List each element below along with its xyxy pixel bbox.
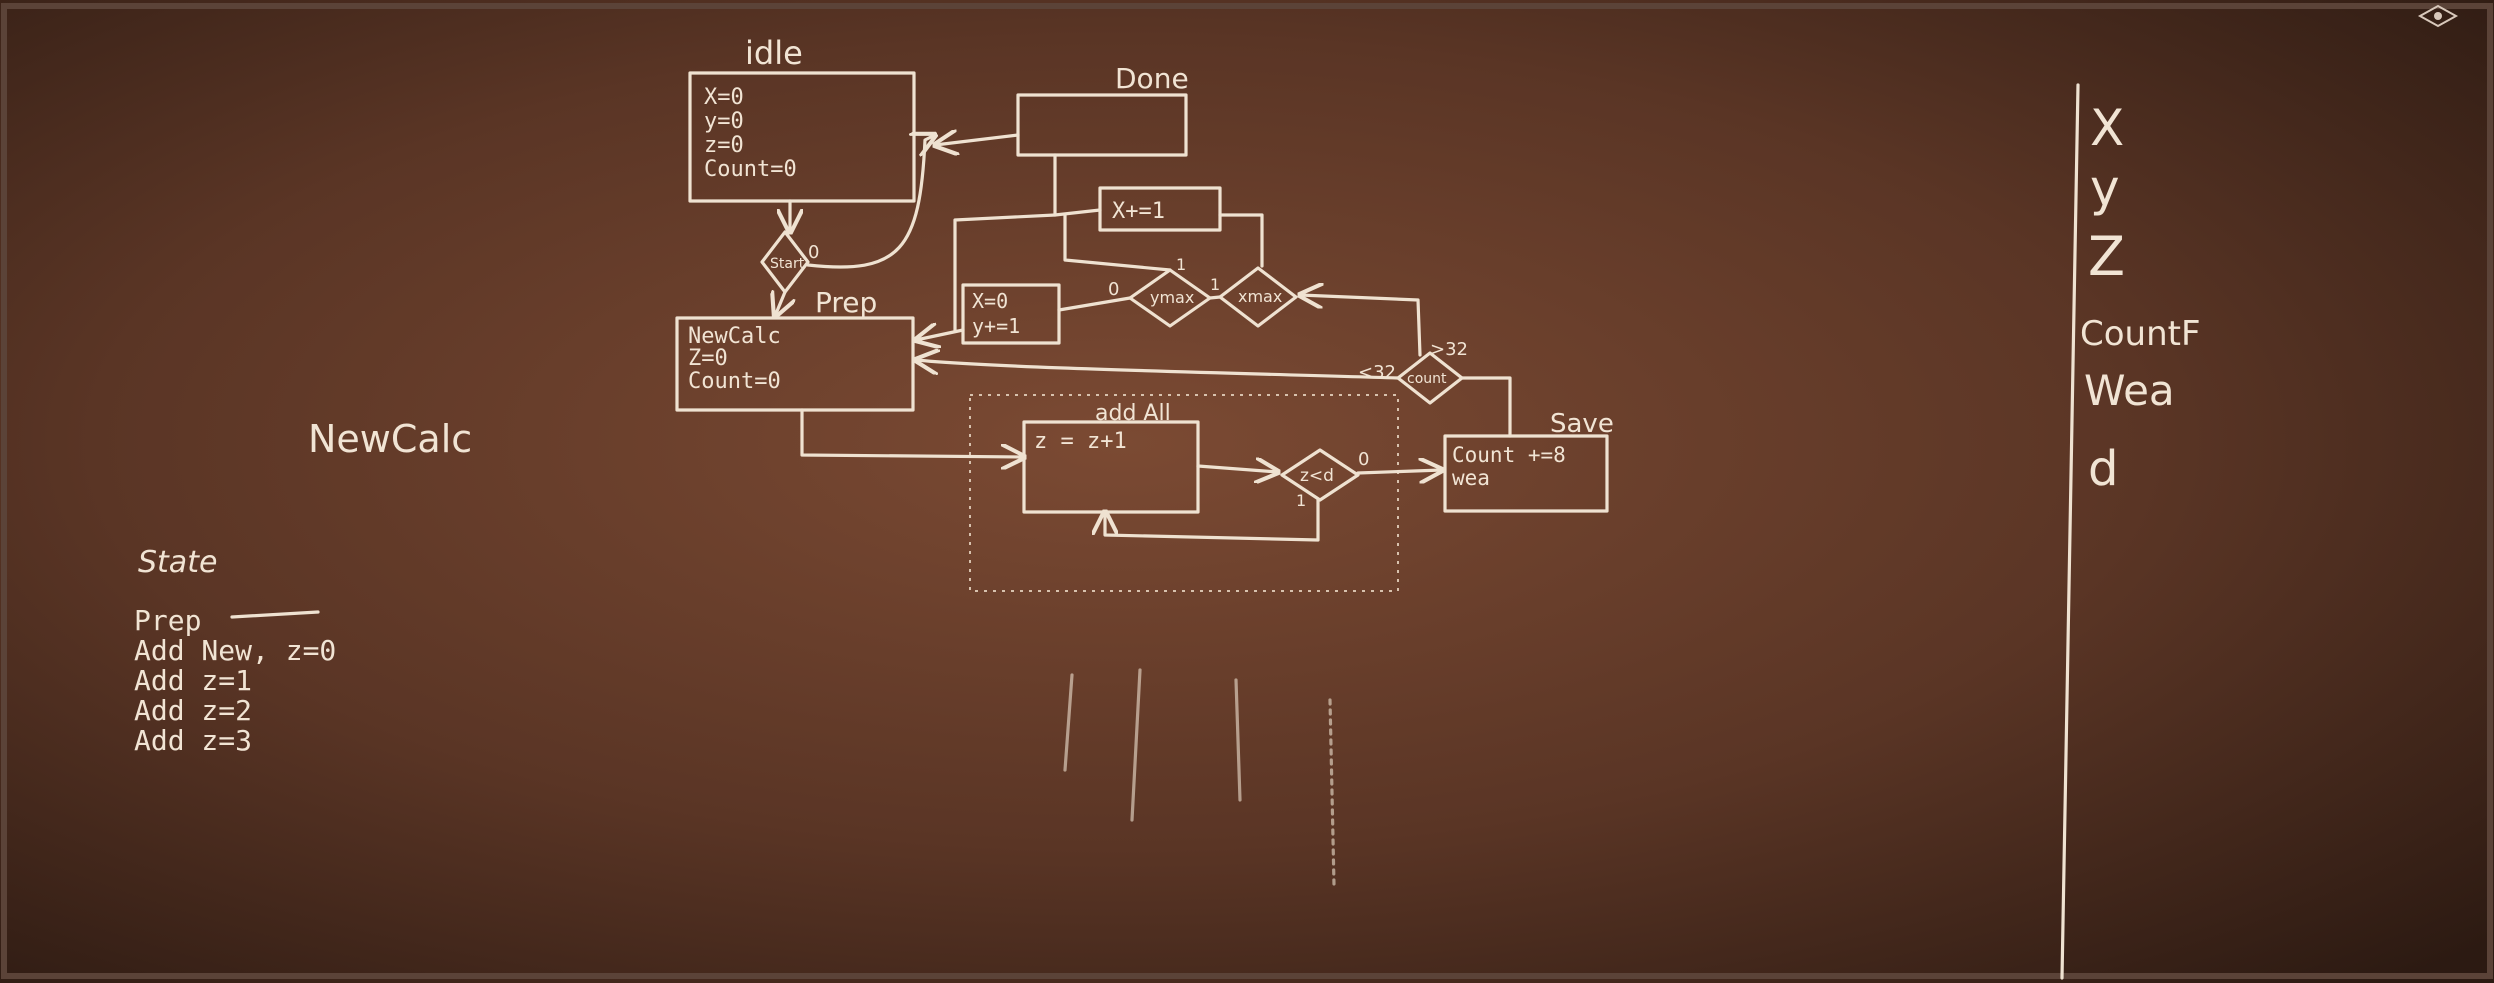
- state-save-line-1: Count +=8: [1452, 443, 1566, 467]
- state-xy-set-line-1: X=0: [972, 289, 1008, 313]
- state-done: Done: [1016, 62, 1189, 157]
- state-done-title: Done: [1115, 62, 1189, 95]
- state-prep-line-2: Z=0: [688, 346, 728, 371]
- state-add-dotted-outline: [969, 394, 1399, 592]
- edge-label-start-zero: 0: [808, 242, 819, 263]
- signal-y: y: [2090, 159, 2120, 217]
- edge-label-ymax-one: 1: [1176, 255, 1186, 274]
- state-idle-line-3: z=0: [704, 133, 744, 158]
- state-xy-set-line-2: y+=1: [972, 314, 1020, 338]
- state-add-line: z = z+1: [1034, 429, 1127, 454]
- corner-logo: [2417, 4, 2459, 28]
- state-idle-line-4: Count=0: [704, 157, 797, 182]
- decision-z-less-d: z<d: [1280, 448, 1360, 502]
- edge-start-to-prep: [775, 292, 785, 316]
- state-idle-line-2: y=0: [704, 109, 744, 134]
- signal-divider: [2060, 83, 2080, 980]
- state-idle-title: idle: [745, 34, 803, 72]
- signal-countf: CountF: [2080, 314, 2201, 354]
- decision-xmax: xmax: [1218, 266, 1298, 328]
- edge-count-to-prep: [916, 360, 1400, 380]
- decision-z-less-d-label: z<d: [1300, 466, 1334, 486]
- edge-prep-to-add: [800, 408, 1024, 457]
- state-diagram: idle X=0 y=0 z=0 Count=0 Done Prep NewCa…: [675, 34, 1614, 887]
- note-row-5: Add z=3: [134, 724, 252, 757]
- note-row-1: Prep: [134, 604, 201, 637]
- edge-ymax-to-xmax: [1208, 295, 1222, 300]
- decision-count-label: count: [1407, 371, 1447, 387]
- transition-edges: [775, 135, 1512, 542]
- edge-label-gt32: >32: [1430, 339, 1468, 360]
- state-xy-set-box: [961, 283, 1061, 345]
- edge-xinc-loop-left: [953, 213, 1057, 332]
- edge-zd-to-save: [1356, 470, 1442, 473]
- state-prep-title: Prep: [815, 286, 877, 319]
- decision-ymax-label: ymax: [1150, 288, 1194, 307]
- edge-start-to-idle: [806, 135, 935, 269]
- note-row-4: Add z=2: [134, 694, 252, 727]
- edge-xinc-to-xmax: [1218, 213, 1264, 268]
- board-frame: [1, 3, 2493, 979]
- decision-start-label: Start: [770, 256, 805, 272]
- signal-x: X: [2090, 99, 2124, 157]
- note-row-2: Add New, z=0: [134, 634, 336, 667]
- edge-count-to-xmax: [1300, 295, 1422, 357]
- edge-zd-loop: [1105, 498, 1320, 542]
- note-underline: [230, 610, 320, 619]
- edge-label-zd-one: 1: [1296, 491, 1306, 510]
- edge-add-to-zd: [1196, 466, 1278, 472]
- chalk-smudges: [1063, 668, 1336, 887]
- edge-xy-to-prep: [916, 330, 965, 340]
- edge-save-to-count: [1460, 376, 1512, 438]
- edge-label-lt32: <32: [1358, 362, 1396, 383]
- note-row-3: Add z=1: [134, 664, 252, 697]
- state-save-line-2: wea: [1452, 466, 1490, 490]
- state-xy-set: X=0 y+=1: [961, 283, 1061, 345]
- signal-d: d: [2088, 441, 2118, 497]
- edge-ymax-to-xinc: [1063, 213, 1172, 272]
- state-done-box: [1016, 93, 1188, 157]
- note-newcalc: NewCalc: [308, 417, 472, 461]
- edge-label-ymax-zero: 0: [1108, 279, 1119, 300]
- decision-count: count: [1396, 351, 1464, 405]
- signal-wea: Wea: [2084, 366, 2175, 415]
- edge-xy-to-ymax: [1057, 296, 1132, 312]
- state-prep-line-3: Count=0: [688, 369, 781, 394]
- left-notes: NewCalc State Prep Add New, z=0 Add z=1 …: [134, 417, 472, 757]
- edge-done-to-idle: [935, 135, 1020, 145]
- decision-ymax: ymax: [1128, 268, 1212, 328]
- state-idle: idle X=0 y=0 z=0 Count=0: [688, 34, 916, 203]
- state-idle-line-1: X=0: [704, 85, 744, 110]
- note-state-heading: State: [138, 545, 217, 580]
- signal-z: Z: [2088, 225, 2125, 288]
- state-save: Save Count +=8 wea: [1443, 409, 1614, 513]
- decision-xmax-label: xmax: [1238, 287, 1282, 306]
- state-x-increment-line: X+=1: [1112, 199, 1165, 224]
- state-save-title: Save: [1550, 409, 1614, 439]
- edge-label-zd-zero: 0: [1358, 449, 1369, 470]
- edge-label-xmax-one: 1: [1210, 275, 1220, 294]
- signal-list: X y Z CountF Wea d: [2060, 83, 2201, 980]
- edge-labels: 0 0 1 1 <32 >32 0 1: [808, 242, 1468, 510]
- state-prep-line-1: NewCalc: [688, 324, 781, 349]
